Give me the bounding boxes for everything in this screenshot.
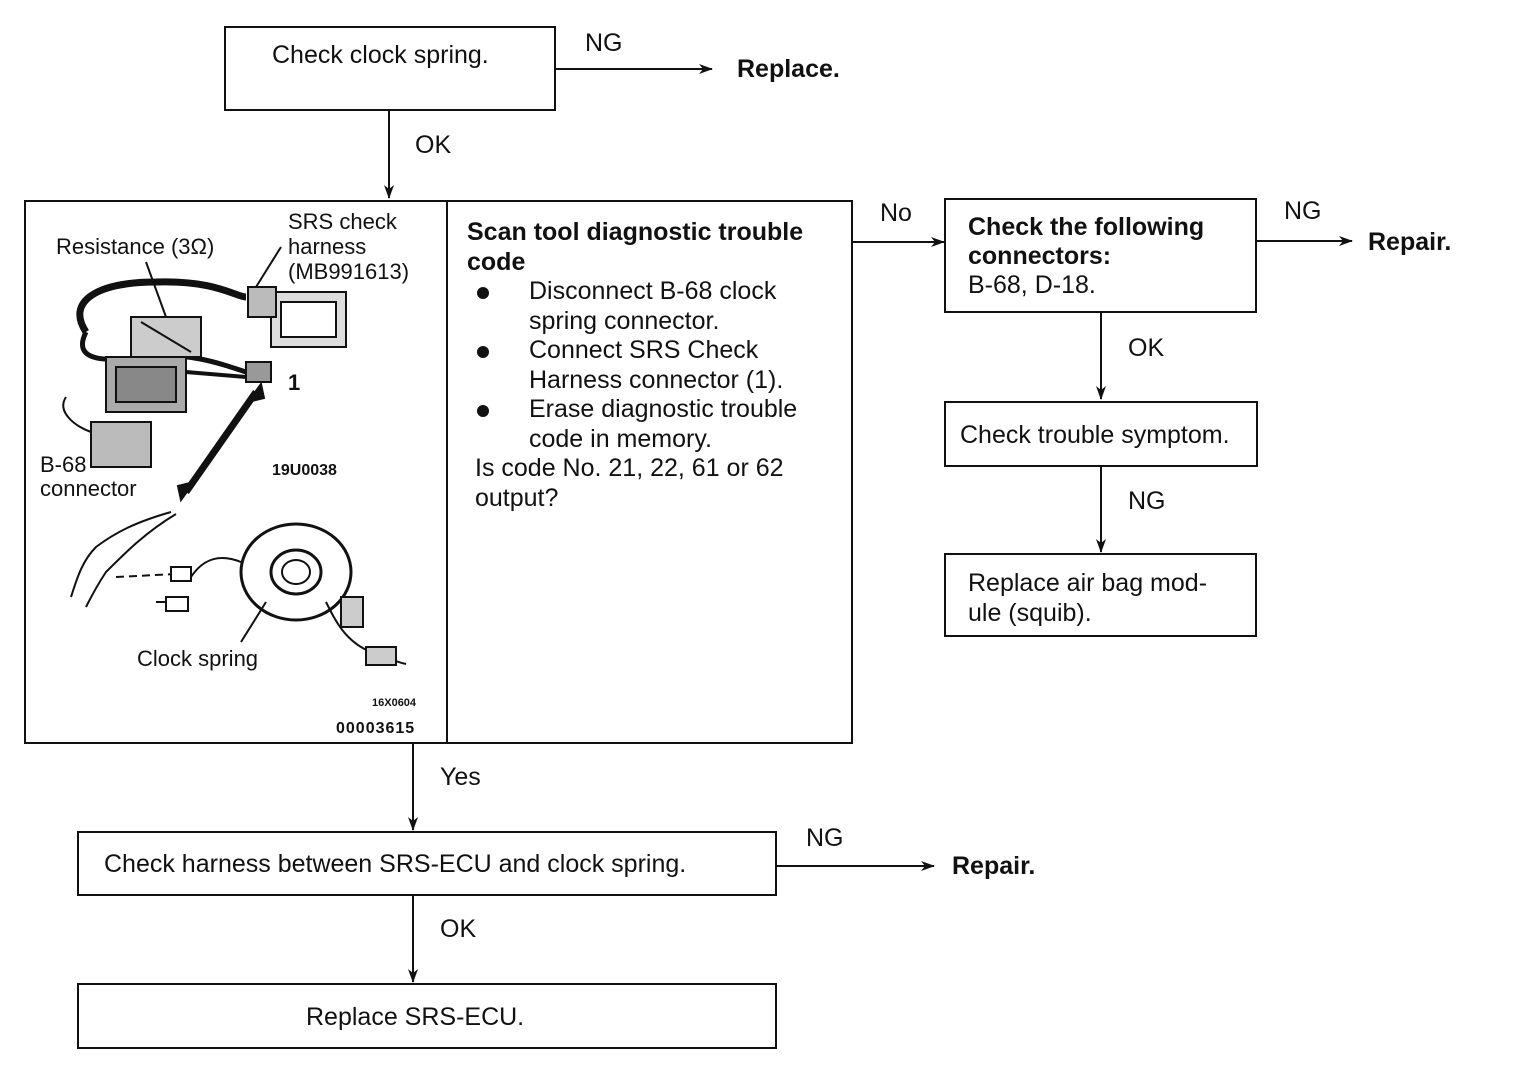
ng-label: NG (1284, 197, 1322, 225)
figure-label-srs-check: SRS check harness (288, 209, 397, 259)
result-repair: Repair. (952, 852, 1036, 880)
step-replace-air-bag-line2: ule (squib). (968, 599, 1092, 627)
step-check-connectors-text: Check the following connectors: B-68, D-… (968, 213, 1248, 300)
step-scan-tool-heading: Scan tool diagnostic trouble code (467, 218, 804, 276)
step-check-harness (77, 831, 777, 896)
figure-code-3: 00003615 (336, 720, 416, 737)
step-check-connectors-list: B-68, D-18. (968, 271, 1096, 299)
figure-label-part-no: (MB991613) (288, 259, 410, 284)
no-label: No (880, 199, 912, 227)
yes-label: Yes (440, 763, 481, 791)
figure-code-2: 16X0604 (372, 697, 417, 709)
figure-code-1: 19U0038 (272, 462, 337, 479)
step-check-connectors-heading: Check the following connectors: (968, 213, 1205, 270)
step-replace-srs-ecu-text: Replace SRS-ECU. (306, 1003, 525, 1031)
figure-label-b68: B-68 (40, 452, 87, 477)
step-scan-tool-text: Scan tool diagnostic trouble code Discon… (467, 218, 847, 513)
step-check-harness-text: Check harness between SRS-ECU and clock … (104, 850, 687, 878)
ng-label: NG (806, 824, 844, 852)
step-check-connectors (944, 198, 1257, 313)
bullet-icon (477, 346, 489, 358)
step-scan-tool-list: Disconnect B-68 clock spring connector. … (467, 277, 847, 454)
ng-label: NG (585, 29, 623, 57)
figure-label-clock-spring: Clock spring (137, 646, 259, 671)
figure-divider (446, 200, 448, 744)
ok-label: OK (440, 915, 477, 943)
ok-label: OK (415, 131, 452, 159)
figure-label-connector: connector (40, 476, 137, 501)
step-replace-srs-ecu (77, 983, 777, 1049)
bullet-icon (477, 287, 489, 299)
step-check-trouble-symptom (944, 401, 1258, 467)
step-scan-tool-question: Is code No. 21, 22, 61 or 62 output? (475, 454, 784, 512)
list-item: Disconnect B-68 clock spring connector. (467, 277, 847, 336)
step-check-trouble-symptom-text: Check trouble symptom. (960, 421, 1230, 449)
step-check-clock-spring-text: Check clock spring. (272, 41, 489, 69)
step-check-clock-spring (224, 26, 556, 111)
figure-label-resistance: Resistance (3Ω) (56, 234, 215, 259)
step-scan-tool (24, 200, 853, 744)
step-replace-air-bag (944, 553, 1257, 637)
step-replace-air-bag-line1: Replace air bag mod- (968, 569, 1208, 597)
figure-label-marker: 1 (288, 370, 301, 395)
result-repair: Repair. (1368, 228, 1452, 256)
ng-label: NG (1128, 487, 1166, 515)
clock-spring-figure (62, 246, 407, 666)
result-replace: Replace. (737, 55, 840, 83)
bullet-icon (477, 405, 489, 417)
ok-label: OK (1128, 334, 1165, 362)
list-item: Erase diagnostic trouble code in memory. (467, 395, 847, 454)
list-item: Connect SRS Check Harness connector (1). (467, 336, 847, 395)
